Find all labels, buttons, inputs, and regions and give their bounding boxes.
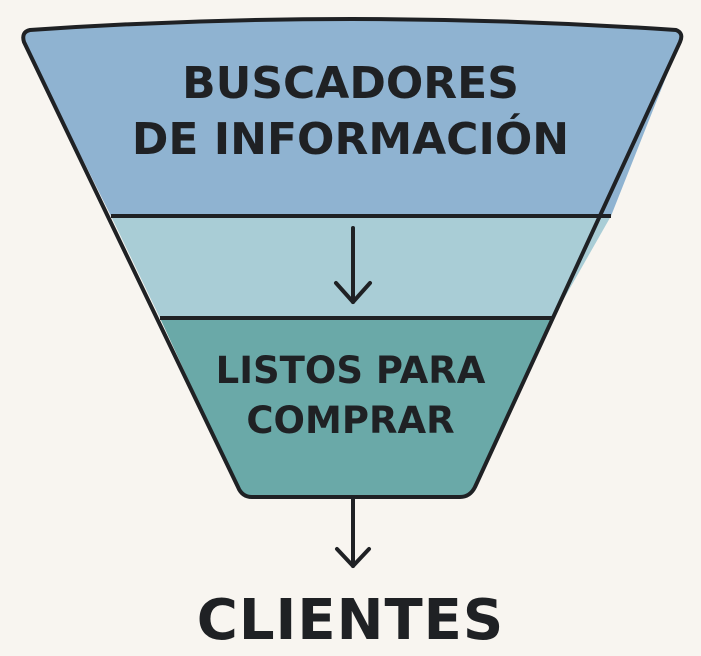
funnel-outline	[21, 17, 684, 499]
stage-3-line-1: LISTOS PARA	[215, 349, 486, 392]
funnel-stage-3-shape	[160, 318, 553, 497]
funnel-output-label: CLIENTES	[196, 588, 505, 653]
arrow-down-icon	[335, 497, 371, 568]
stage-1-line-2: DE INFORMACIÓN	[131, 114, 570, 165]
funnel-stage-1-label: BUSCADORES DE INFORMACIÓN	[0, 56, 701, 168]
funnel-stage-1-shape	[23, 19, 682, 216]
stage-1-line-1: BUSCADORES	[182, 58, 519, 109]
funnel-stage-3-label: LISTOS PARA COMPRAR	[0, 346, 701, 446]
arrow-down-icon	[334, 226, 372, 304]
stage-3-line-2: COMPRAR	[246, 399, 455, 442]
funnel-stage-2-shape	[111, 216, 611, 318]
